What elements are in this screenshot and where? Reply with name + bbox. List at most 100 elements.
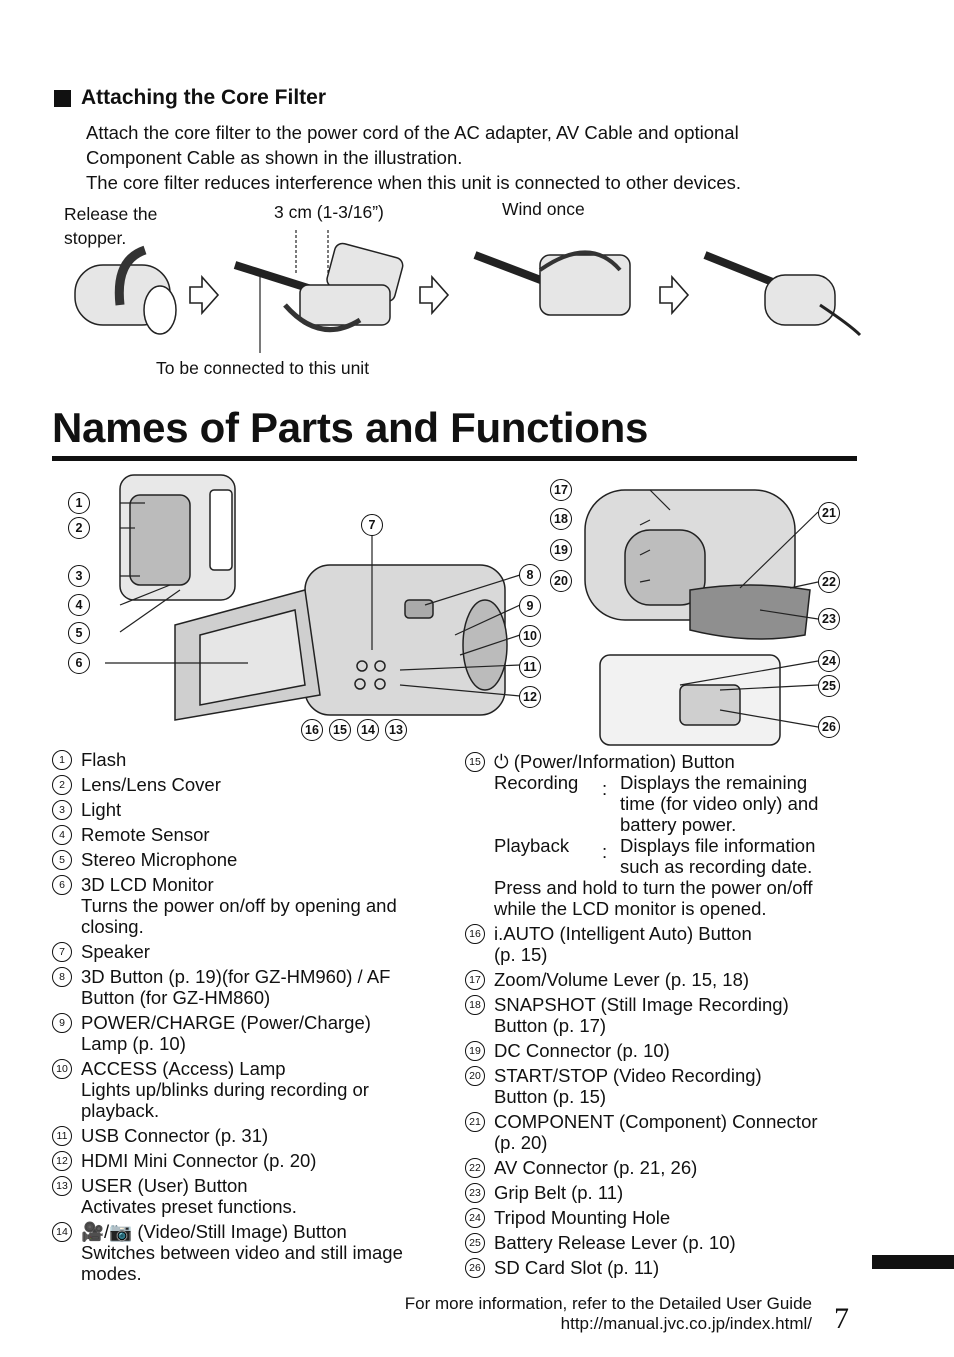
item-number: 21 bbox=[465, 1112, 485, 1132]
footer-url[interactable]: http://manual.jvc.co.jp/index.html/ bbox=[560, 1314, 812, 1333]
item-title: 3D Button (p. 19)(for GZ-HM960) / AF bbox=[81, 966, 391, 987]
callout-10: 10 bbox=[519, 625, 541, 647]
callout-3: 3 bbox=[68, 565, 90, 587]
item-title: HDMI Mini Connector (p. 20) bbox=[81, 1150, 317, 1171]
callout-24: 24 bbox=[818, 650, 840, 672]
camcorder-illustration bbox=[105, 474, 819, 746]
item-number: 9 bbox=[52, 1013, 72, 1033]
wind-label: Wind once bbox=[502, 199, 585, 219]
callout-15: 15 bbox=[329, 719, 351, 741]
intro-line: The core filter reduces interference whe… bbox=[86, 172, 742, 193]
item-number: 19 bbox=[465, 1041, 485, 1061]
list-item: 9 POWER/CHARGE (Power/Charge)Lamp (p. 10) bbox=[52, 1012, 447, 1054]
item-number: 1 bbox=[52, 750, 72, 770]
list-item: 4 Remote Sensor bbox=[52, 824, 447, 845]
list-item: 11 USB Connector (p. 31) bbox=[52, 1125, 447, 1146]
measure-label: 3 cm (1-3/16”) bbox=[274, 202, 384, 222]
callout-7: 7 bbox=[361, 514, 383, 536]
item-number: 4 bbox=[52, 825, 72, 845]
list-item: 16 i.AUTO (Intelligent Auto) Button(p. 15… bbox=[465, 923, 860, 965]
item-title: USER (User) Button bbox=[81, 1175, 248, 1196]
item-title: DC Connector (p. 10) bbox=[494, 1040, 670, 1061]
list-item: 21 COMPONENT (Component) Connector(p. 20) bbox=[465, 1111, 860, 1153]
item-title: AV Connector (p. 21, 26) bbox=[494, 1157, 698, 1178]
callout-2: 2 bbox=[68, 517, 90, 539]
item-number: 13 bbox=[52, 1176, 72, 1196]
recording-row: Recording : Displays the remaining time … bbox=[494, 772, 860, 835]
row-key: Recording bbox=[494, 772, 579, 793]
callout-6: 6 bbox=[68, 652, 90, 674]
page-tab-marker bbox=[872, 1255, 954, 1269]
item-number: 25 bbox=[465, 1233, 485, 1253]
item-number: 7 bbox=[52, 942, 72, 962]
item-number: 17 bbox=[465, 970, 485, 990]
item-number: 11 bbox=[52, 1126, 72, 1146]
item-detail: Turns the power on/off by opening and bbox=[81, 895, 397, 916]
item-number: 22 bbox=[465, 1158, 485, 1178]
footer-info: For more information, refer to the Detai… bbox=[404, 1294, 812, 1313]
callout-9: 9 bbox=[519, 595, 541, 617]
item-title: Light bbox=[81, 799, 122, 820]
intro-line: Attach the core filter to the power cord… bbox=[86, 122, 739, 143]
list-item: 15 ⏻ (Power/Information) Button Recordin… bbox=[465, 751, 860, 919]
callout-22: 22 bbox=[818, 571, 840, 593]
callout-16: 16 bbox=[301, 719, 323, 741]
item-detail: Lamp (p. 10) bbox=[81, 1033, 186, 1054]
row-value: Displays file information such as record… bbox=[620, 835, 816, 877]
item-detail: playback. bbox=[81, 1100, 160, 1121]
item-number: 8 bbox=[52, 967, 72, 987]
page-title: Names of Parts and Functions bbox=[52, 404, 649, 451]
callout-1: 1 bbox=[68, 492, 90, 514]
item-detail: (p. 15) bbox=[494, 944, 548, 965]
item-number: 5 bbox=[52, 850, 72, 870]
item-title: COMPONENT (Component) Connector bbox=[494, 1111, 818, 1132]
connect-label: To be connected to this unit bbox=[156, 358, 370, 378]
item-title: USB Connector (p. 31) bbox=[81, 1125, 269, 1146]
item-title: Remote Sensor bbox=[81, 824, 210, 845]
list-item: 22 AV Connector (p. 21, 26) bbox=[465, 1157, 860, 1178]
item-detail: closing. bbox=[81, 916, 144, 937]
item-number: 18 bbox=[465, 995, 485, 1015]
callout-14: 14 bbox=[357, 719, 379, 741]
callout-4: 4 bbox=[68, 594, 90, 616]
square-bullet-icon bbox=[54, 89, 71, 107]
list-item: 5 Stereo Microphone bbox=[52, 849, 447, 870]
item-title: Zoom/Volume Lever (p. 15, 18) bbox=[494, 969, 750, 990]
callout-20: 20 bbox=[550, 570, 572, 592]
item-number: 2 bbox=[52, 775, 72, 795]
item-title: 🎥/📷 (Video/Still Image) Button bbox=[81, 1221, 347, 1242]
parts-list-right: 15 ⏻ (Power/Information) Button Recordin… bbox=[465, 751, 860, 1282]
item-title: POWER/CHARGE (Power/Charge) bbox=[81, 1012, 371, 1033]
item-title: SD Card Slot (p. 11) bbox=[494, 1257, 660, 1278]
intro-line: Component Cable as shown in the illustra… bbox=[86, 147, 463, 168]
list-item: 17 Zoom/Volume Lever (p. 15, 18) bbox=[465, 969, 860, 990]
item-title: Stereo Microphone bbox=[81, 849, 238, 870]
parts-list-right-items: 16 i.AUTO (Intelligent Auto) Button(p. 15… bbox=[465, 923, 860, 1278]
item-detail: modes. bbox=[81, 1263, 142, 1284]
item-number: 26 bbox=[465, 1258, 485, 1278]
item-title: i.AUTO (Intelligent Auto) Button bbox=[494, 923, 752, 944]
playback-row: Playback : Displays file information suc… bbox=[494, 835, 860, 877]
item-detail: (p. 20) bbox=[494, 1132, 548, 1153]
item-number: 16 bbox=[465, 924, 485, 944]
row-value: Displays the remaining time (for video o… bbox=[620, 772, 819, 835]
item-number: 14 bbox=[52, 1222, 72, 1242]
item-detail: Lights up/blinks during recording or bbox=[81, 1079, 369, 1100]
list-item: 19 DC Connector (p. 10) bbox=[465, 1040, 860, 1061]
intro-text: Attach the core filter to the power cord… bbox=[86, 120, 886, 195]
callout-23: 23 bbox=[818, 608, 840, 630]
section-title: Attaching the Core Filter bbox=[81, 86, 327, 109]
item-title: START/STOP (Video Recording) bbox=[494, 1065, 762, 1086]
callout-11: 11 bbox=[519, 656, 541, 678]
item-title: Grip Belt (p. 11) bbox=[494, 1182, 624, 1203]
